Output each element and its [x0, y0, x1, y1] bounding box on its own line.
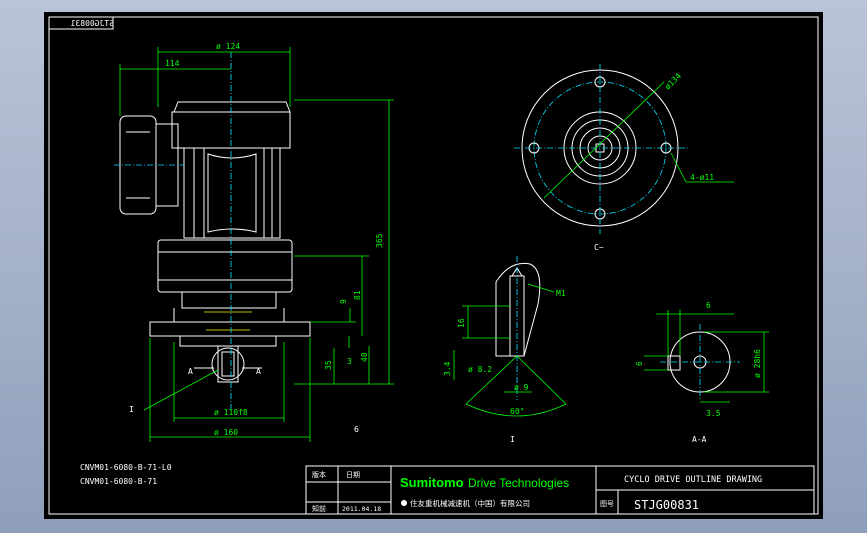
- dim-365: 365: [375, 233, 384, 248]
- dim-35: 35: [324, 360, 333, 370]
- dim-16: 16: [457, 318, 466, 328]
- date-value: 2011.04.18: [342, 505, 381, 513]
- brand-name: Sumitomo: [400, 475, 464, 490]
- detail-i-label: I: [510, 435, 515, 444]
- hub-label: 知前: [312, 504, 326, 513]
- dim-6-small: 6: [354, 425, 359, 434]
- drawing-title: CYCLO DRIVE OUTLINE DRAWING: [624, 475, 762, 485]
- dim-9b: ø 9: [514, 383, 529, 392]
- reducer-housing: [157, 239, 293, 293]
- dim-81: 81: [353, 290, 362, 300]
- thread-m: M1: [556, 289, 566, 298]
- drawing-viewport[interactable]: STJG00831: [44, 12, 823, 519]
- angle-60: 60°: [510, 407, 524, 416]
- view-a-a-label: A-A: [692, 435, 707, 444]
- company-name-cn: 住友重机械减速机（中国）有限公司: [410, 498, 530, 508]
- dim-114: 114: [165, 59, 180, 68]
- dim-28: ø 28h6: [753, 349, 762, 378]
- view-c-label: C~: [594, 243, 604, 252]
- date-label: 日期: [346, 471, 360, 479]
- dim-3: 3: [347, 357, 352, 366]
- dim-3-5: 3.5: [706, 409, 721, 418]
- detail-i: M1 16 3.4 ø 8.2 ø 9 60° I: [443, 256, 567, 444]
- keyway: [667, 355, 681, 371]
- dim-8-2: ø 8.2: [468, 365, 492, 374]
- motor-cap: [173, 101, 291, 113]
- spigot: [179, 335, 277, 347]
- output-shaft: [217, 345, 239, 383]
- drawing-no-label: 图号: [600, 500, 614, 508]
- hole-spec: 4-ø11: [690, 173, 714, 182]
- shaft-end-outline: [495, 262, 541, 357]
- dim-110: ø 110f8: [214, 408, 248, 417]
- base-flange: [149, 321, 311, 337]
- side-dimensions: ø 124 114 365 81 9 35 3 40 ø 110f8 ø 160…: [119, 42, 394, 442]
- drawing-canvas: STJG00831: [48, 16, 819, 515]
- dim-124: ø 124: [216, 42, 240, 51]
- section-mark-a-left: A: [188, 367, 193, 376]
- section-mark-a-right: A: [256, 367, 261, 376]
- dim-160: ø 160: [214, 428, 238, 437]
- side-elevation-view: [114, 52, 311, 412]
- dim-6-b: 6: [635, 361, 644, 366]
- drawing-number: STJG00831: [634, 498, 699, 512]
- dim-134: ø134: [663, 71, 683, 91]
- reducer-neck: [181, 292, 277, 309]
- rev-label: 版本: [312, 470, 326, 479]
- title-block: 版本 日期 知前 2011.04.18 Sumitomo Drive Techn…: [305, 465, 815, 515]
- motor-body: [183, 147, 281, 239]
- brand-tagline: Drive Technologies: [468, 476, 569, 490]
- company-logo-icon: [401, 500, 407, 506]
- section-a-a: 6 6 ø 28h6 3.5 A-A: [635, 301, 769, 444]
- model-line-2: CNVM01-6080-B-71: [80, 477, 157, 486]
- view-c: ø134 4-ø11 C~: [514, 64, 734, 252]
- dim-9: 9: [339, 299, 348, 304]
- corner-code: STJG00831: [70, 19, 114, 28]
- shaft-section-circle: [211, 347, 245, 381]
- model-line-1: CNVM01-6080-B-71-L0: [80, 463, 172, 472]
- dim-40: 40: [360, 352, 369, 362]
- dim-6-a: 6: [706, 301, 711, 310]
- corner-code-box: [48, 16, 114, 30]
- leader-detail-i: I: [129, 405, 134, 414]
- dim-3-4: 3.4: [443, 361, 452, 376]
